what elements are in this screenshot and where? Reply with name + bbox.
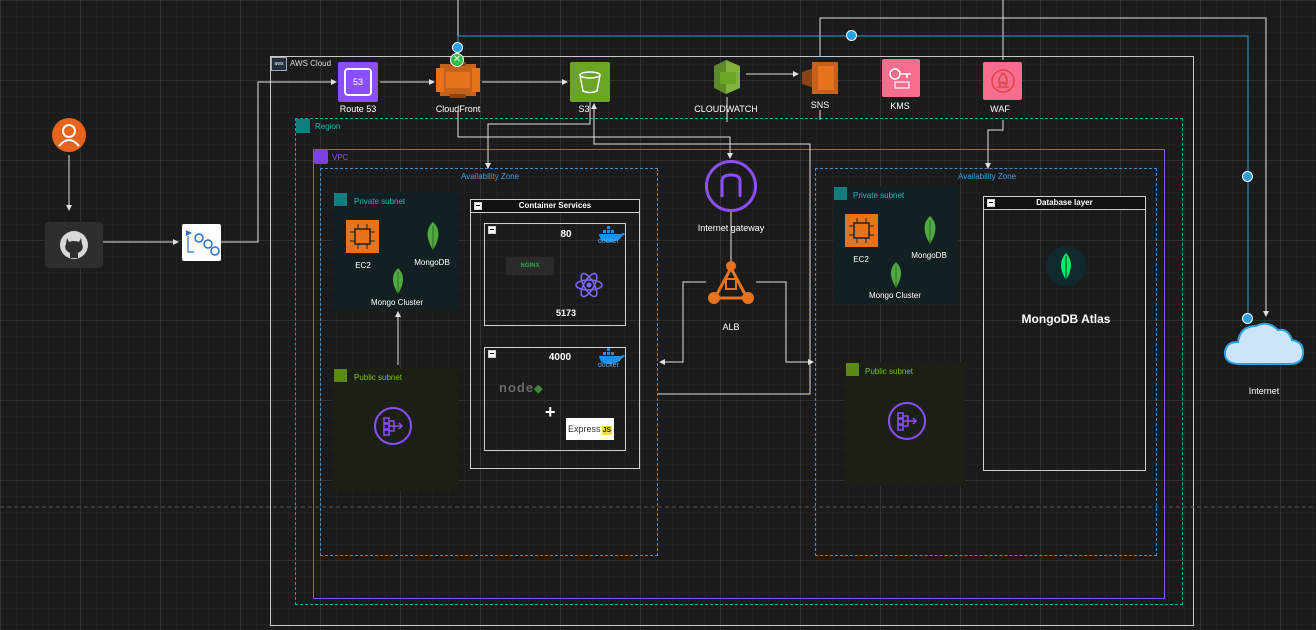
backend-container [484,347,626,451]
lock-icon [846,363,859,376]
load-balancer-icon[interactable] [706,258,756,308]
mongodb-leaf-icon[interactable] [884,260,908,290]
nat-gateway-icon[interactable] [374,407,412,445]
region-label: Region [315,122,341,131]
internet-label: Internet [1248,386,1280,396]
mongo-cluster-label: Mongo Cluster [868,291,922,300]
region-group [295,118,1183,605]
react-atom-icon [574,270,604,300]
docker-whale-icon [597,348,625,370]
public-subnet-left-label: Public subnet [354,373,403,382]
collapse-icon[interactable] [488,350,496,358]
cloudfront-icon[interactable] [436,58,480,102]
connector-dot[interactable] [452,42,463,53]
route53-badge: 53 [344,68,372,96]
lock-icon [334,193,347,206]
kms-label: KMS [890,101,910,111]
ec2-chip-icon[interactable] [845,214,878,247]
route53-label: Route 53 [339,104,377,114]
collapse-icon[interactable] [488,226,496,234]
user-icon[interactable] [52,118,86,152]
internet-gateway-icon[interactable] [705,160,757,212]
vpc-label: VPC [332,153,349,162]
mongo-cluster-label: Mongo Cluster [370,298,424,307]
route53-icon[interactable]: 53 [338,62,378,102]
connector-dot[interactable] [846,30,857,41]
alb-label: ALB [722,322,740,332]
s3-bucket-icon[interactable] [570,62,610,102]
collapse-icon[interactable] [474,202,482,210]
private-subnet-left-label: Private subnet [354,197,406,206]
ec2-label: EC2 [355,261,371,270]
aws-cloud-label: AWS Cloud [290,59,332,68]
mongodb-leaf-icon[interactable] [1046,246,1086,286]
mongodb-leaf-icon[interactable] [386,266,410,296]
s3-label: S3 [578,104,590,114]
plus-sign: + [545,402,556,422]
port-80-label: 80 [560,229,572,240]
collapse-icon[interactable] [987,199,995,207]
cloudwatch-icon[interactable] [706,56,748,98]
nat-gateway-icon[interactable] [888,402,926,440]
region-flag-icon [296,119,310,133]
waf-firewall-icon[interactable] [983,62,1022,100]
internet-gateway-label: Internet gateway [697,223,765,233]
connector-dot[interactable] [1242,171,1253,182]
docker-whale-icon [597,226,625,248]
ec2-chip-icon[interactable] [346,220,379,253]
container-services-box: Container Services [470,199,640,469]
aws-cloud-badge: aws [271,57,287,71]
database-layer-title: Database layer [984,197,1145,210]
docker-label: docker [598,238,620,245]
frontend-container [484,223,626,326]
close-icon[interactable]: ✕ [450,53,464,67]
aws-cloud-group [270,56,1194,626]
container-services-title: Container Services [471,200,639,213]
kms-key-icon[interactable] [882,59,920,97]
mongodb-label: MongoDB [911,251,947,260]
mongodb-leaf-icon[interactable] [420,220,446,252]
pipeline-icon[interactable] [182,224,221,261]
waf-label: WAF [990,104,1010,114]
cloud-icon[interactable] [1222,314,1306,370]
az-left-label: Availability Zone [461,172,520,181]
vpc-cloud-icon [314,150,328,164]
cloudwatch-label: CLOUDWATCH [694,104,758,114]
vpc-group [313,149,1165,599]
node-logo: node◆ [499,380,544,395]
sns-label: SNS [810,100,830,110]
github-icon[interactable] [45,222,103,268]
private-subnet-right-label: Private subnet [853,191,905,200]
mongodb-leaf-icon[interactable] [917,214,943,246]
port-5173-label: 5173 [555,308,577,318]
sns-icon[interactable] [800,58,842,98]
connector-dot[interactable] [1242,313,1253,324]
ec2-label: EC2 [853,255,869,264]
nginx-logo: NGINX [506,257,554,275]
az-right-label: Availability Zone [958,172,1017,181]
cloudfront-label: CloudFront [435,104,481,114]
lock-icon [834,187,847,200]
mongodb-label: MongoDB [414,258,450,267]
lock-icon [334,369,347,382]
database-layer-box: Database layer [983,196,1146,471]
docker-label: docker [598,362,620,369]
public-subnet-right-label: Public subnet [865,367,914,376]
port-4000-label: 4000 [548,352,572,363]
mongodb-atlas-label: MongoDB Atlas [1021,312,1111,326]
